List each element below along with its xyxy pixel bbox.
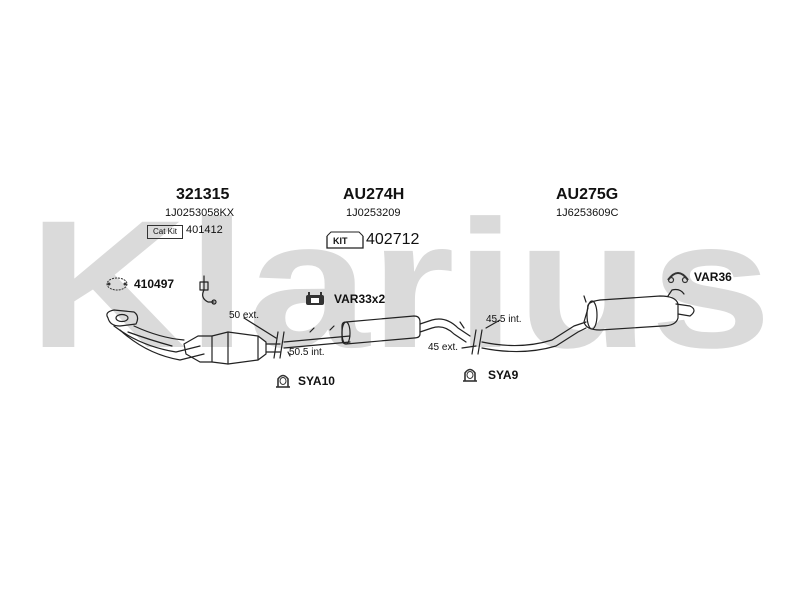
clamp-icon [276, 374, 290, 388]
kit-box-icon [326, 231, 364, 249]
front-joint-marker [243, 317, 291, 359]
oem-number-3: 1J6253609C [556, 207, 619, 219]
oem-number-2: 1J0253209 [346, 207, 401, 219]
watermark-text: Klarius [28, 212, 772, 362]
hanger-icon [667, 272, 689, 284]
dim-45-5-int: 45.5 int. [486, 314, 522, 325]
dim-50-5-int: 50.5 int. [289, 347, 325, 358]
part-number-321315: 321315 [176, 186, 230, 203]
cat-kit-number: 401412 [186, 224, 223, 236]
oem-number-1: 1J0253058KX [165, 207, 235, 219]
mount-var33x2: VAR33x2 [334, 292, 386, 306]
cat-kit-badge: Cat Kit [147, 225, 183, 239]
dim-45-ext: 45 ext. [428, 342, 459, 353]
front-manifold [106, 309, 205, 361]
rear-joint-marker [461, 319, 501, 355]
part-number-au275g: AU275G [556, 186, 619, 203]
rear-silencer [481, 288, 695, 353]
catalytic-converter [183, 331, 281, 365]
gasket-number: 410497 [134, 277, 175, 291]
mount-var36: VAR36 [694, 270, 732, 284]
clamp-sya10: SYA10 [298, 374, 335, 388]
clamp-icon [463, 368, 477, 382]
lambda-sensor [199, 275, 217, 305]
middle-silencer [283, 315, 471, 349]
dim-50-ext: 50 ext. [229, 310, 260, 321]
part-number-au274h: AU274H [343, 186, 405, 203]
clamp-sya9: SYA9 [488, 368, 519, 382]
gasket-icon [106, 277, 128, 291]
kit-badge: KIT [333, 236, 348, 246]
klarius-watermark: Klarius [28, 212, 772, 362]
kit-number: 402712 [366, 231, 420, 248]
rubber-mount-icon [306, 292, 324, 305]
